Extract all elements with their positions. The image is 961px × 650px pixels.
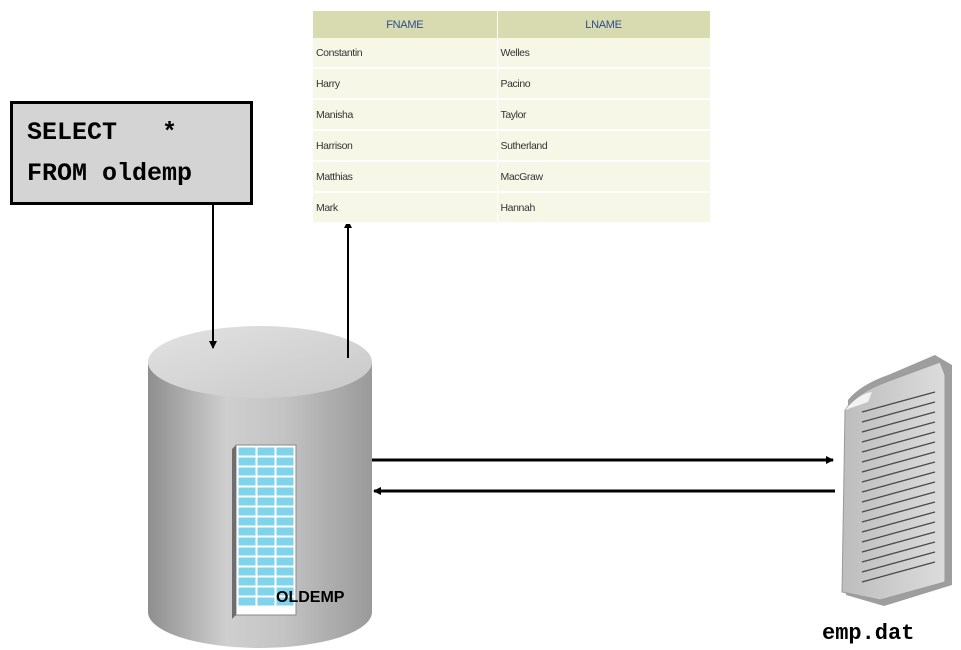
- cell-fname: Mark: [313, 192, 498, 224]
- cell-fname: Harry: [313, 68, 498, 100]
- file-label: emp.dat: [822, 621, 915, 646]
- sql-line-from: FROM oldemp: [27, 159, 193, 188]
- query-result-table: FNAME LNAME Constantin Welles Harry Paci…: [313, 11, 711, 224]
- data-file-icon: [841, 355, 952, 606]
- cell-fname: Manisha: [313, 99, 498, 131]
- database-label: OLDEMP: [276, 589, 345, 606]
- cell-fname: Matthias: [313, 161, 498, 193]
- cell-fname: Harrison: [313, 130, 498, 162]
- cell-lname: Welles: [497, 38, 711, 69]
- table-row: Mark Hannah: [313, 192, 711, 224]
- cell-lname: Taylor: [497, 99, 711, 131]
- cell-lname: Pacino: [497, 68, 711, 100]
- table-row: Constantin Welles: [313, 38, 711, 69]
- table-row: Matthias MacGraw: [313, 161, 711, 193]
- table-grid-icon: [232, 444, 297, 619]
- table-row: Harry Pacino: [313, 68, 711, 100]
- cell-fname: Constantin: [313, 38, 498, 69]
- sql-query-box: SELECT * FROM oldemp: [10, 101, 253, 205]
- column-header-lname: LNAME: [497, 11, 711, 38]
- sql-line-select: SELECT *: [27, 118, 178, 147]
- table-header-row: FNAME LNAME: [313, 11, 711, 38]
- cell-lname: Sutherland: [497, 130, 711, 162]
- cell-lname: Hannah: [497, 192, 711, 224]
- column-header-fname: FNAME: [313, 11, 498, 38]
- cell-lname: MacGraw: [497, 161, 711, 193]
- table-row: Manisha Taylor: [313, 99, 711, 131]
- table-row: Harrison Sutherland: [313, 130, 711, 162]
